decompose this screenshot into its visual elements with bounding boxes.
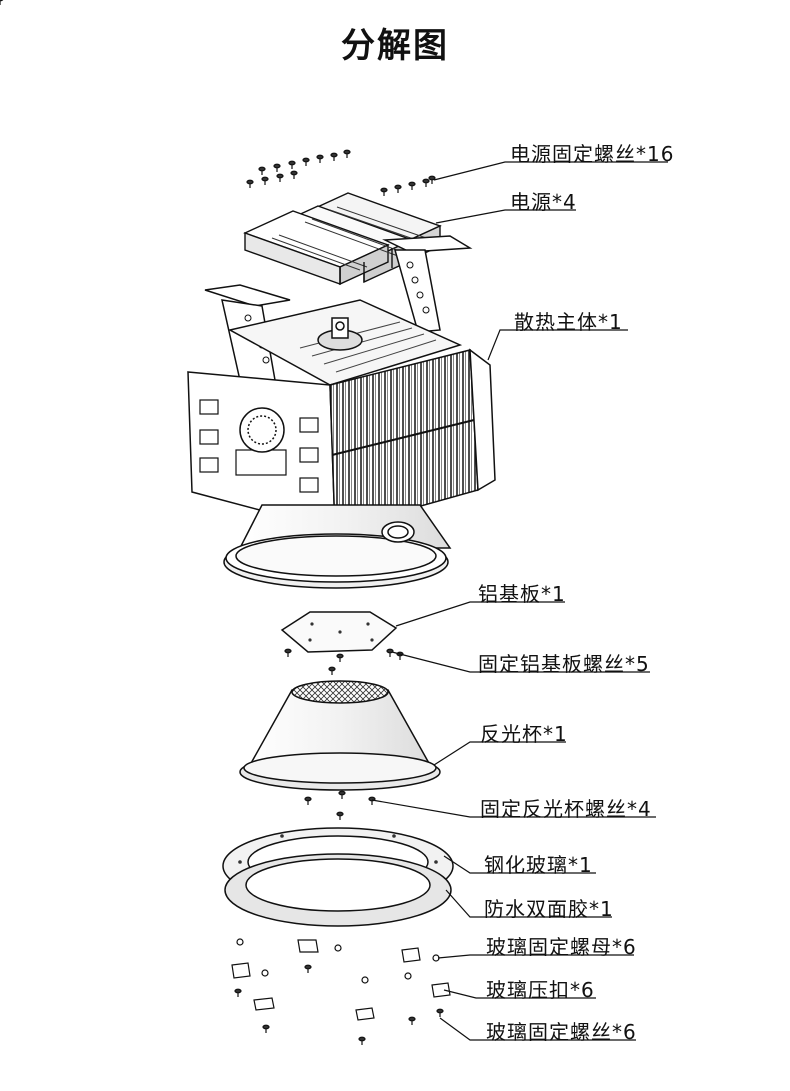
reflector-screws [304,790,376,821]
label-heatsink: 散热主体*1 [514,310,623,334]
page-title: 分解图 [341,26,449,66]
label-glass: 钢化玻璃*1 [484,853,593,877]
reflector-cup [239,680,441,791]
psu-screws [0,0,436,197]
label-psu-screws: 电源固定螺丝*16 [510,142,675,166]
housing-base [223,504,452,589]
label-gasket: 防水双面胶*1 [484,897,614,921]
leader-lines [371,161,668,1041]
glass-hardware [231,938,451,1046]
power-supplies [243,192,442,286]
heatsink-body [187,299,496,531]
label-al-plate-screws: 固定铝基板螺丝*5 [478,652,650,676]
al-plate-screws [284,648,404,676]
waterproof-gasket [224,853,452,927]
label-glass-screws: 玻璃固定螺丝*6 [486,1020,637,1044]
label-reflector: 反光杯*1 [480,722,568,746]
label-glass-nuts: 玻璃固定螺母*6 [486,935,637,959]
label-al-plate: 铝基板*1 [478,582,566,606]
label-reflector-screws: 固定反光杯螺丝*4 [480,797,652,821]
label-psu: 电源*4 [510,190,577,214]
aluminum-plate [280,611,398,653]
label-glass-clips: 玻璃压扣*6 [486,978,595,1002]
